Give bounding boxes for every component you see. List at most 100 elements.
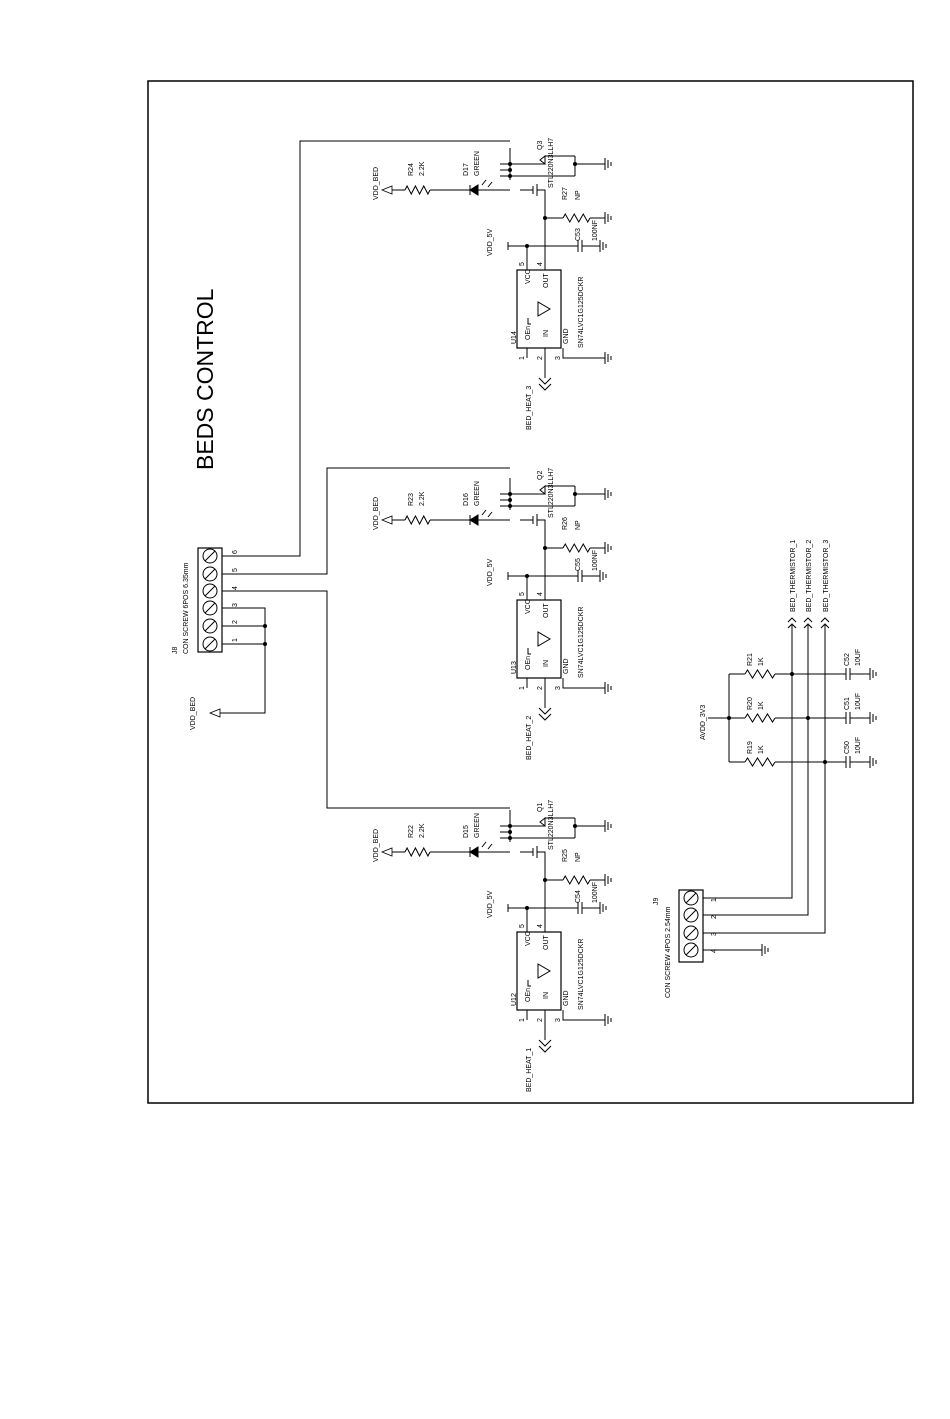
- sheet-border: [147, 80, 914, 1104]
- buffer-ic: [516, 931, 562, 1011]
- led-ref: D16: [463, 493, 470, 506]
- pin-2-num: 2: [537, 356, 544, 360]
- buffer-ref: U12: [511, 993, 518, 1006]
- therm-cap-value: 10UF: [855, 649, 862, 666]
- j9-ref: J9: [653, 898, 660, 906]
- vdd-bed-label: VDD_BED: [373, 829, 380, 862]
- j8-vdd-bed-label: VDD_BED: [190, 697, 197, 730]
- pulldown-ref: R26: [562, 517, 569, 530]
- buffer-value: SN74LVC1G125DCKR: [578, 607, 585, 678]
- j8-ref: J8: [172, 647, 179, 655]
- cap-ref: C53: [575, 228, 582, 241]
- pin-oen-label: OEn: [525, 988, 532, 1002]
- buffer-ic: [516, 269, 562, 349]
- mosfet-value: STL220N3LLH7: [548, 468, 555, 518]
- buffer-value: SN74LVC1G125DCKR: [578, 939, 585, 1010]
- led-ref: D15: [463, 825, 470, 838]
- pin-oen-label: OEn: [525, 326, 532, 340]
- vdd-bed-label: VDD_BED: [373, 497, 380, 530]
- screw-terminal: [202, 583, 218, 599]
- therm-resistor-value: 1K: [758, 701, 765, 710]
- mosfet-ref: Q2: [537, 471, 544, 480]
- pin-vcc-label: VCC: [525, 269, 532, 284]
- pulldown-value: NP: [575, 190, 582, 200]
- pin-5-num: 5: [519, 592, 526, 596]
- therm-resistor-ref: R19: [747, 741, 754, 754]
- j8-pin-6: 6: [232, 550, 239, 554]
- pin-1-num: 1: [519, 1018, 526, 1022]
- led-resistor-ref: R22: [408, 825, 415, 838]
- led-resistor-value: 2.2K: [419, 161, 426, 176]
- j8-connector: J8 CON SCREW 6POS 6.35mm 6 5 4 3 2 1 VDD…: [172, 140, 510, 809]
- led-resistor-ref: R24: [408, 163, 415, 176]
- screw-terminal: [683, 925, 699, 941]
- vdd-bed-label: VDD_BED: [373, 167, 380, 200]
- pulldown-ref: R27: [562, 187, 569, 200]
- sheet-title: BEDS CONTROL: [192, 288, 218, 470]
- mosfet-value: STL220N3LLH7: [548, 800, 555, 850]
- pin-in-label: IN: [543, 330, 550, 337]
- j9-value: CON SCREW 4POS 2.54mm: [665, 906, 672, 998]
- vdd-5v-label: VDD_5V: [487, 890, 494, 918]
- screw-terminal: [202, 600, 218, 616]
- cap-ref: C55: [575, 558, 582, 571]
- pulldown-value: NP: [575, 852, 582, 862]
- j8-pin-1: 1: [232, 638, 239, 642]
- mosfet-value: STL220N3LLH7: [548, 138, 555, 188]
- j9-connector: J9 CON SCREW 4POS 2.54mm 1 2 3 4: [653, 625, 826, 998]
- screw-terminal: [683, 907, 699, 923]
- screw-terminal: [202, 566, 218, 582]
- heat-net-label: BED_HEAT_2: [526, 716, 533, 760]
- pin-out-label: OUT: [543, 603, 550, 619]
- therm-resistor-value: 1K: [758, 745, 765, 754]
- vdd-5v-label: VDD_5V: [487, 228, 494, 256]
- pin-4-num: 4: [537, 262, 544, 266]
- led-resistor-ref: R23: [408, 493, 415, 506]
- j8-pin-3: 3: [232, 603, 239, 607]
- mosfet-ref: Q3: [537, 141, 544, 150]
- buffer-ref: U13: [511, 661, 518, 674]
- pin-2-num: 2: [537, 686, 544, 690]
- therm-cap-ref: C51: [844, 697, 851, 710]
- avdd-label: AVDD_3V3: [700, 705, 707, 740]
- mosfet-ref: Q1: [537, 803, 544, 812]
- therm-cap-ref: C50: [844, 741, 851, 754]
- pin-vcc-label: VCC: [525, 599, 532, 614]
- pin-2-num: 2: [537, 1018, 544, 1022]
- led-resistor-value: 2.2K: [419, 491, 426, 506]
- j9-pin-2: 2: [711, 915, 718, 919]
- led-resistor-value: 2.2K: [419, 823, 426, 838]
- screw-terminal: [683, 890, 699, 906]
- therm-resistor-ref: R21: [747, 653, 754, 666]
- vdd-bed-flag: [208, 708, 221, 718]
- therm-resistor-ref: R20: [747, 697, 754, 710]
- led-ref: D17: [463, 163, 470, 176]
- thermistor-net-label: BED_THERMISTOR_2: [806, 540, 813, 612]
- pin-out-label: OUT: [543, 273, 550, 289]
- screw-terminal: [202, 618, 218, 634]
- pin-gnd-label: GND: [563, 328, 570, 344]
- heat-net-label: BED_HEAT_1: [526, 1048, 533, 1092]
- pin-gnd-label: GND: [563, 990, 570, 1006]
- pulldown-value: NP: [575, 520, 582, 530]
- cap-value: 100NF: [592, 882, 599, 903]
- screw-terminal: [202, 548, 218, 564]
- thermistor-net-label: BED_THERMISTOR_1: [790, 540, 797, 612]
- j8-value: CON SCREW 6POS 6.35mm: [183, 562, 190, 654]
- j9-pin-3: 3: [711, 932, 718, 936]
- pin-oen-label: OEn: [525, 656, 532, 670]
- pin-3-num: 3: [555, 1018, 562, 1022]
- pin-in-label: IN: [543, 660, 550, 667]
- screw-terminal: [202, 636, 218, 652]
- led-value: GREEN: [474, 813, 481, 838]
- cap-value: 100NF: [592, 550, 599, 571]
- pulldown-ref: R25: [562, 849, 569, 862]
- pin-3-num: 3: [555, 686, 562, 690]
- pin-1-num: 1: [519, 686, 526, 690]
- thermistor-net-label: BED_THERMISTOR_3: [823, 540, 830, 612]
- buffer-ref: U14: [511, 331, 518, 344]
